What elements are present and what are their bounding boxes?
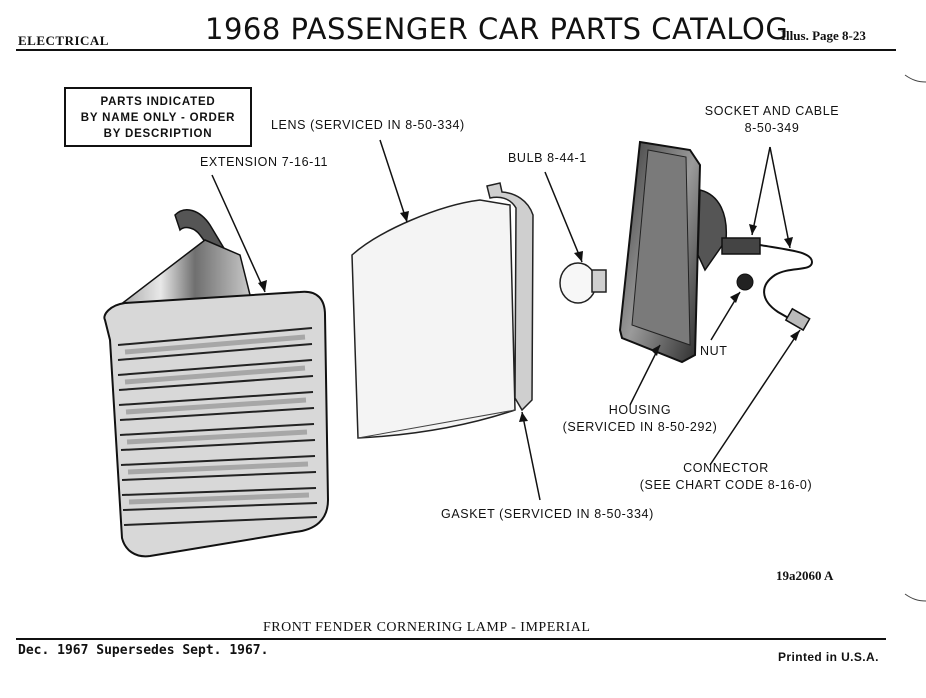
footer-printed: Printed in U.S.A.	[778, 650, 879, 664]
footer-rule	[16, 638, 886, 640]
socket-cable-label-line-2: 8-50-349	[744, 121, 800, 135]
catalog-title: 1968 PASSENGER CAR PARTS CATALOG	[205, 12, 789, 46]
header-rule	[16, 49, 896, 51]
extension-part	[103, 209, 330, 558]
connector-label-line-2: (SEE CHART CODE 8-16-0)	[639, 478, 813, 492]
housing-label-line-2: (SERVICED IN 8-50-292)	[562, 420, 718, 434]
extension-label: EXTENSION 7-16-11	[200, 155, 329, 169]
nut-part	[736, 273, 754, 291]
socket-cable-label-line-1: SOCKET AND CABLE	[704, 104, 840, 118]
notice-line-3: BY DESCRIPTION	[103, 128, 213, 140]
notice-line-1: PARTS INDICATED	[100, 96, 216, 108]
socket-cable-label: SOCKET AND CABLE 8-50-349	[697, 103, 847, 137]
socket-and-cable-part	[721, 237, 814, 332]
figure-number: 19a2060 A	[776, 568, 834, 583]
bulb-label: BULB 8-44-1	[508, 151, 587, 165]
lens-part	[351, 199, 516, 439]
gasket-part	[486, 182, 534, 412]
notice-line-2: BY NAME ONLY - ORDER	[80, 112, 236, 124]
connector-label-line-1: CONNECTOR	[683, 461, 769, 475]
connector-label: CONNECTOR (SEE CHART CODE 8-16-0)	[633, 460, 819, 494]
housing-part	[618, 140, 728, 364]
housing-label-line-1: HOUSING	[608, 403, 672, 417]
gasket-label: GASKET (SERVICED IN 8-50-334)	[441, 507, 654, 521]
grille-slats	[117, 327, 318, 526]
bulb-part	[559, 262, 607, 304]
lens-label: LENS (SERVICED IN 8-50-334)	[271, 118, 465, 132]
page-number: Illus. Page 8-23	[781, 28, 866, 43]
footer-supersedes: Dec. 1967 Supersedes Sept. 1967.	[18, 643, 269, 658]
housing-label: HOUSING (SERVICED IN 8-50-292)	[555, 402, 725, 436]
nut-label: NUT	[700, 344, 728, 358]
section-label: ELECTRICAL	[18, 33, 109, 48]
figure-caption: FRONT FENDER CORNERING LAMP - IMPERIAL	[263, 620, 591, 635]
notice-box: PARTS INDICATED BY NAME ONLY - ORDER BY …	[64, 87, 252, 147]
